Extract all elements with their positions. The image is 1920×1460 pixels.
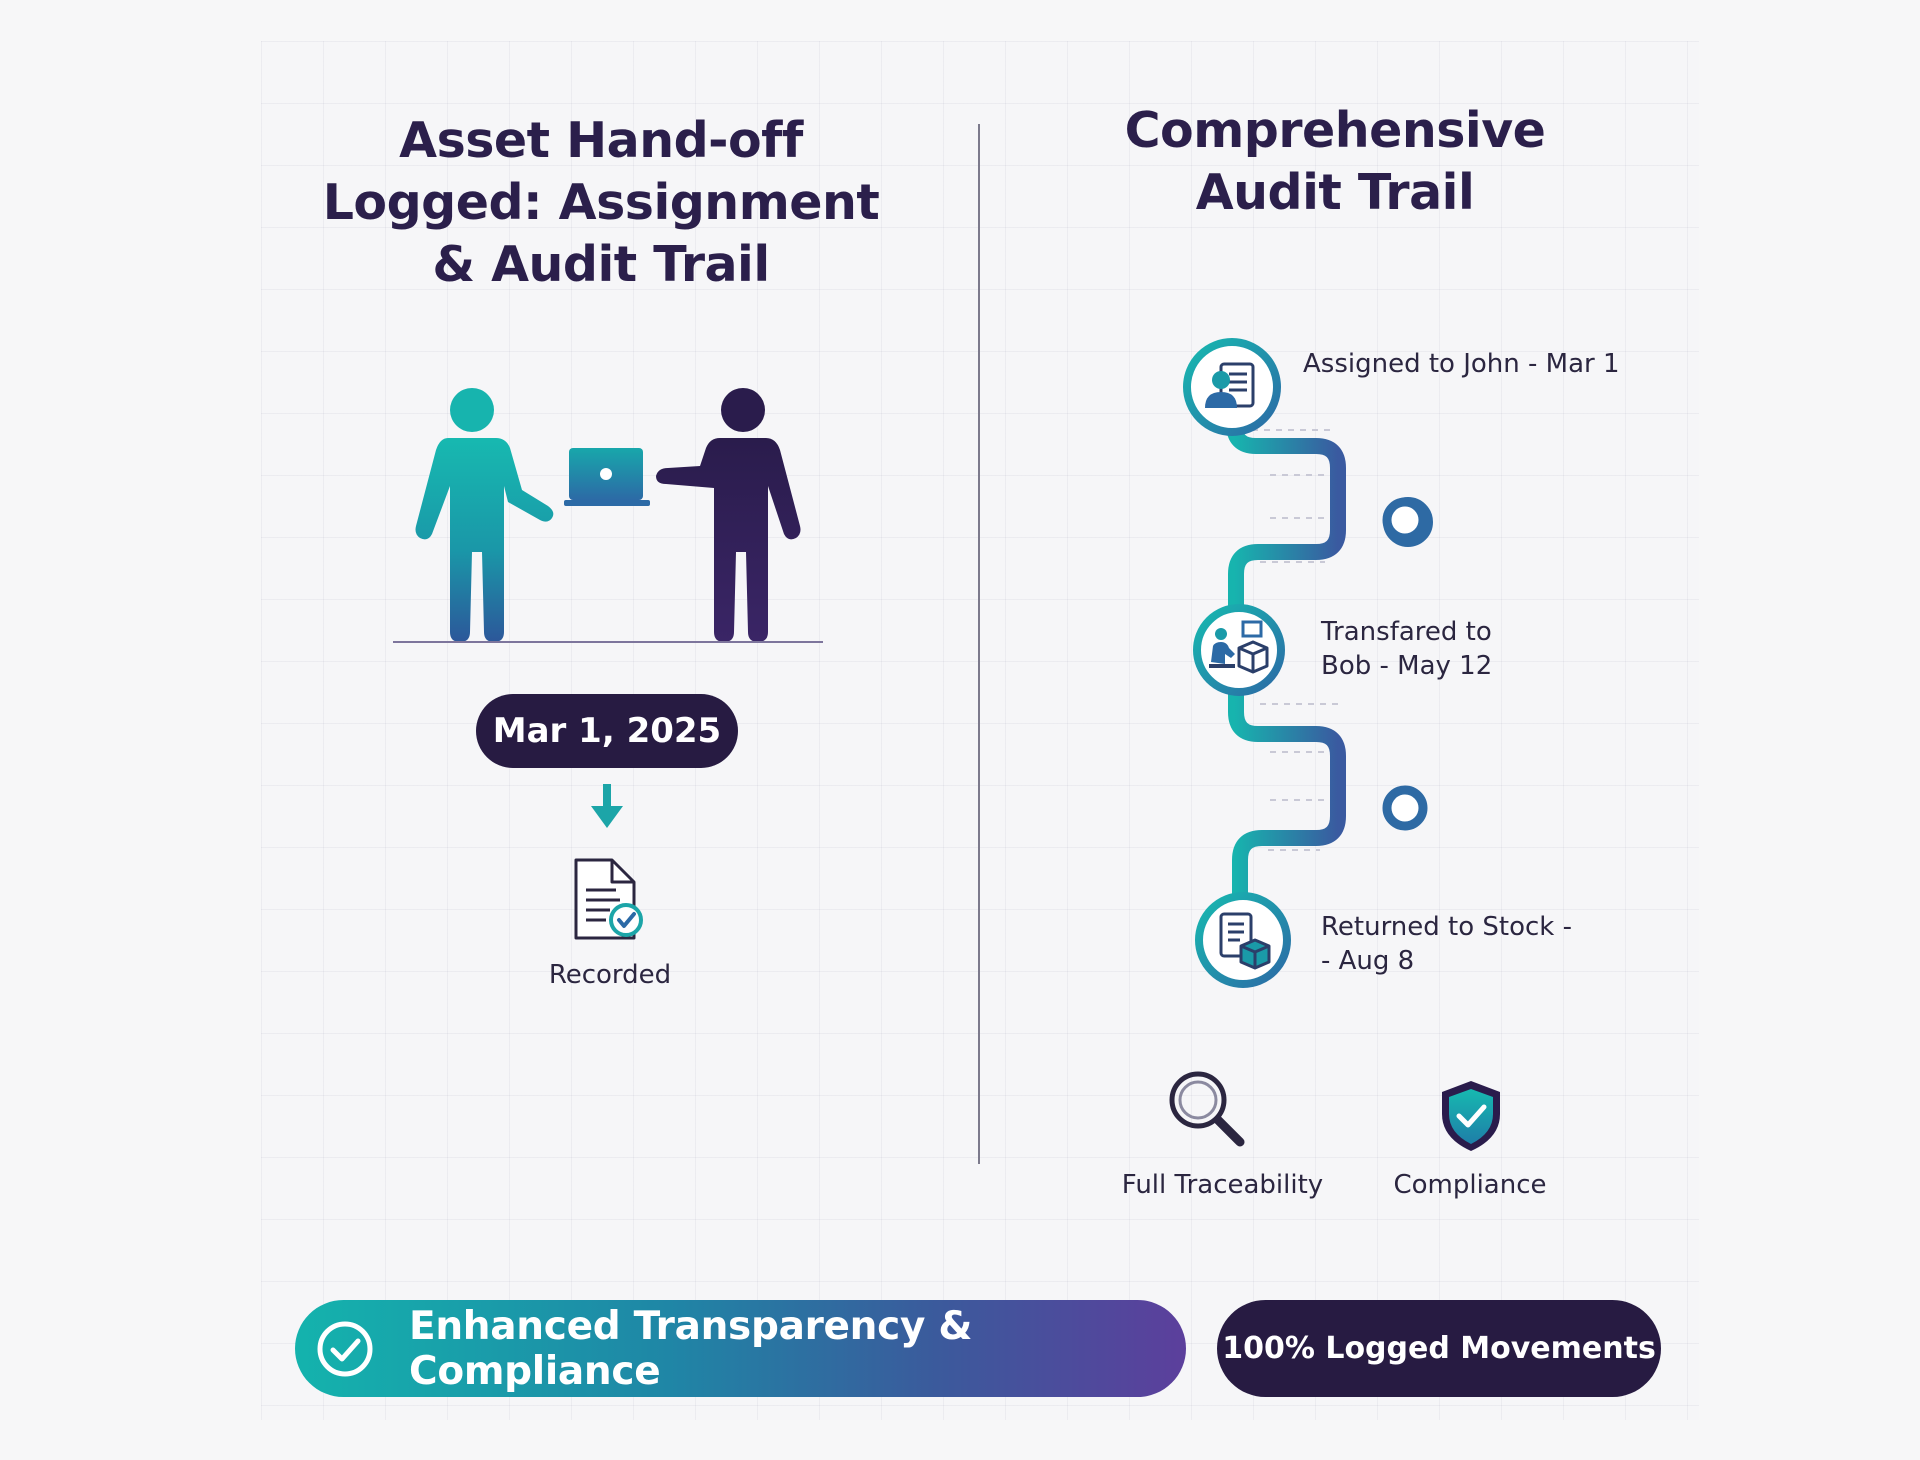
panel-divider [978, 124, 980, 1164]
recorded-label: Recorded [548, 960, 672, 990]
handoff-illustration [415, 388, 801, 642]
laptop-icon [564, 448, 650, 506]
feature-traceability-label: Full Traceability [1121, 1170, 1324, 1200]
step-label-3: Returned to Stock - - Aug 8 [1321, 912, 1573, 976]
ground-line [393, 641, 823, 643]
timeline-node-2 [1382, 785, 1428, 831]
person-receiver-icon [656, 388, 801, 642]
timeline-node-1 [1382, 497, 1428, 543]
handoff-title: Asset Hand-off Logged: Assignment & Audi… [322, 112, 880, 293]
step-label-1: Assigned to John - Mar 1 [1303, 349, 1620, 379]
transfer-icon [1193, 604, 1285, 696]
arrow-down-icon [591, 784, 623, 828]
step-label-2: Transfared to Bob - May 12 [1321, 617, 1493, 681]
banner-text: Enhanced Transparency & Compliance [409, 1303, 973, 1394]
person-giver-icon [415, 388, 554, 642]
magnifier-icon [1169, 1071, 1245, 1147]
feature-compliance-label: Compliance [1393, 1170, 1547, 1200]
document-check-icon [574, 858, 643, 940]
handoff-date-badge: Mar 1, 2025 [476, 694, 738, 768]
check-circle-icon [317, 1321, 373, 1377]
infographic-card [261, 41, 1699, 1420]
audit-title: Comprehensive Audit Trail [1124, 102, 1546, 221]
logged-movements-badge: 100% Logged Movements [1217, 1300, 1661, 1397]
transparency-banner: Enhanced Transparency & Compliance [295, 1300, 1186, 1397]
return-icon [1195, 892, 1291, 988]
shield-check-icon [1442, 1081, 1500, 1151]
assignment-icon [1183, 338, 1281, 436]
